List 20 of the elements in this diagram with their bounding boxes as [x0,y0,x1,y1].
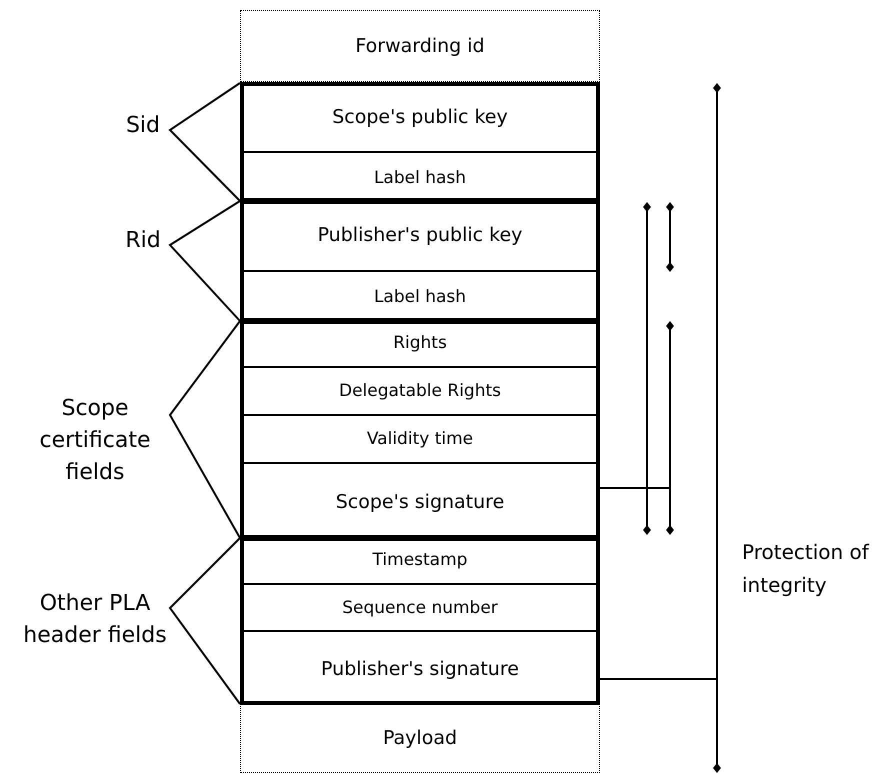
field-name: Timestamp [372,550,468,570]
field-name: Publisher's public key [318,224,522,246]
field-name: Forwarding id [355,35,485,57]
field-name: Label hash [374,168,466,188]
field-name: Publisher's signature [321,658,519,680]
annotation-text: Protection of integrity [742,539,870,599]
field-name: Payload [382,727,458,749]
field-name: Sequence number [342,598,498,618]
field-name: Label hash [374,287,466,307]
group-label: Sid [124,112,162,140]
group-label: Other PLA header fields [22,590,168,650]
outer-field-box [240,10,600,82]
field-name: Delegatable Rights [338,381,502,401]
field-name: Scope's signature [336,490,504,512]
field-name: Scope's public key [332,106,508,128]
field-name: Rights [393,333,447,353]
field-name: Validity time [366,429,474,449]
outer-field-box [240,703,600,773]
group-label: Rid [124,227,162,255]
group-label: Scope certificate fields [38,395,152,487]
